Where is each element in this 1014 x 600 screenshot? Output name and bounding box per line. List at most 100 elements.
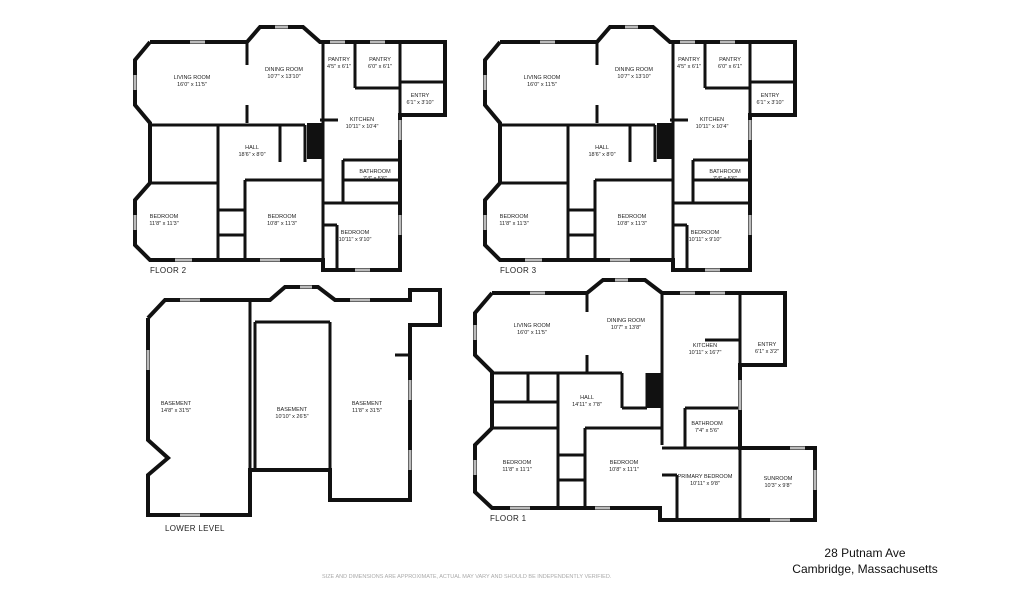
room-name: SUNROOM (763, 476, 793, 482)
room-dimensions: 4'5" x 6'1" (676, 64, 702, 70)
room-dimensions: 10'8" x 11'3" (267, 221, 297, 227)
room-name: BATHROOM (709, 169, 741, 175)
room-name: ENTRY (410, 93, 430, 99)
disclaimer: SIZE AND DIMENSIONS ARE APPROXIMATE, ACT… (322, 574, 612, 580)
room-name: BEDROOM (609, 460, 639, 466)
room-name: LIVING ROOM (523, 75, 561, 81)
room-name: PANTRY (369, 57, 391, 63)
room-dimensions: 6'1" x 3'10" (406, 100, 434, 106)
property-address: 28 Putnam Ave Cambridge, Massachusetts (760, 545, 970, 577)
room-dimensions: 11'8" x 11'1" (502, 467, 532, 473)
room-dimensions: 14'11" x 7'8" (572, 402, 602, 408)
room-name: BASEMENT (276, 407, 308, 413)
room-dimensions: 10'8" x 11'3" (617, 221, 647, 227)
room-name: DINING ROOM (615, 67, 653, 73)
room-dimensions: 10'8" x 11'1" (609, 467, 639, 473)
room-dimensions: 6'1" x 3'10" (756, 100, 784, 106)
room-name: PANTRY (678, 57, 700, 63)
room-name: BEDROOM (502, 460, 532, 466)
room-name: ENTRY (757, 342, 777, 348)
room-name: BEDROOM (267, 214, 297, 220)
room-name: BEDROOM (617, 214, 647, 220)
lower-level-walls (146, 285, 442, 517)
room-name: DINING ROOM (607, 318, 645, 324)
room-dimensions: 10'11" x 9'8" (690, 481, 720, 487)
room-dimensions: 16'0" x 11'5" (517, 330, 547, 336)
room-name: LIVING ROOM (513, 323, 551, 329)
room-name: BEDROOM (149, 214, 179, 220)
room-dimensions: 10'7" x 13'10" (267, 74, 301, 80)
room-name: KITCHEN (699, 117, 725, 123)
room-dimensions: 6'0" x 6'1" (717, 64, 743, 70)
room-dimensions: 11'8" x 11'3" (149, 221, 179, 227)
room-dimensions: 10'3" x 9'8" (764, 483, 792, 489)
room-name: PANTRY (328, 57, 350, 63)
room-name: PRIMARY BEDROOM (677, 474, 733, 480)
floor-3-label: FLOOR 3 (500, 266, 537, 275)
address-line-2: Cambridge, Massachusetts (792, 562, 938, 576)
room-name: PANTRY (719, 57, 741, 63)
room-name: BATHROOM (359, 169, 391, 175)
room-dimensions: 10'11" x 9'10" (688, 237, 722, 243)
room-name: BEDROOM (499, 214, 529, 220)
floor-1-walls (473, 278, 817, 522)
room-dimensions: 11'8" x 11'3" (499, 221, 529, 227)
room-dimensions: 18'6" x 8'0" (238, 152, 266, 158)
room-name: LIVING ROOM (173, 75, 211, 81)
room-dimensions: 18'6" x 8'0" (588, 152, 616, 158)
room-name: DINING ROOM (265, 67, 303, 73)
room-name: BATHROOM (691, 421, 723, 427)
room-name: ENTRY (760, 93, 780, 99)
room-name: BEDROOM (340, 230, 370, 236)
room-dimensions: 6'1" x 3'2" (754, 349, 780, 355)
floor-3-walls (483, 25, 797, 272)
room-dimensions: 16'0" x 11'5" (527, 82, 557, 88)
room-name: BASEMENT (351, 401, 383, 407)
room-dimensions: 10'11" x 10'4" (695, 124, 729, 130)
room-name: BEDROOM (690, 230, 720, 236)
room-dimensions: 10'11" x 9'10" (338, 237, 372, 243)
room-dimensions: 14'8" x 31'5" (160, 408, 192, 414)
room-dimensions: 10'7" x 13'10" (617, 74, 651, 80)
room-dimensions: 7'4" x 5'6" (694, 428, 720, 434)
room-dimensions: 10'10" x 26'5" (275, 414, 309, 420)
room-name: HALL (580, 395, 594, 401)
floor-2-label: FLOOR 2 (150, 266, 187, 275)
room-dimensions: 11'8" x 31'5" (352, 408, 382, 414)
room-dimensions: 10'11" x 10'4" (345, 124, 379, 130)
room-name: HALL (245, 145, 259, 151)
address-line-1: 28 Putnam Ave (824, 546, 906, 560)
